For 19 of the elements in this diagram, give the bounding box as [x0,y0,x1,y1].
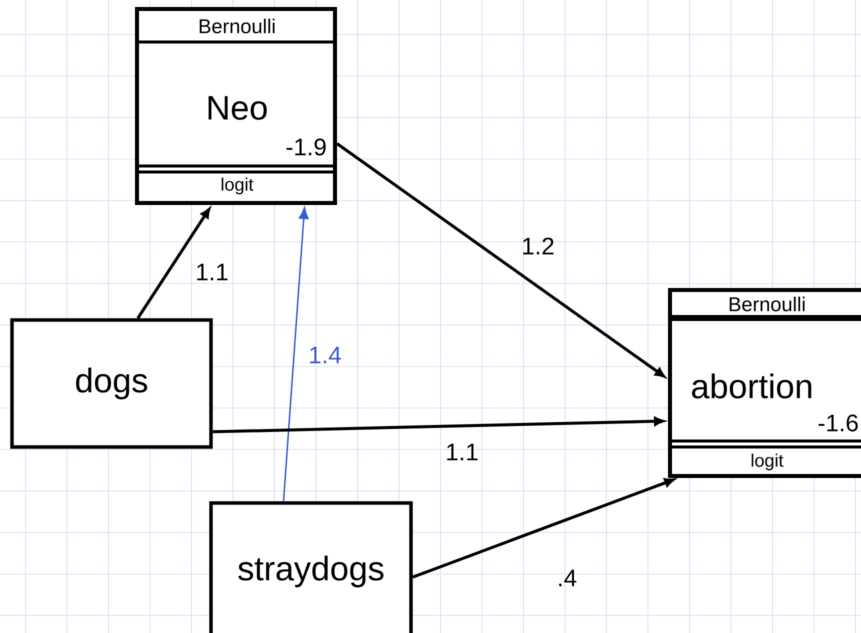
intercept-value: -1.6 [818,414,858,432]
model-box [135,7,337,205]
edge-label: 1.1 [447,444,478,460]
variable-box: straydogs [209,501,413,633]
edge-label: 1.2 [523,238,554,254]
edge-label: 1.4 [310,346,341,364]
variable-name: Neo [208,96,267,120]
link-label: logit [752,454,784,470]
variable-box: dogs [10,318,213,449]
model-box [668,288,861,478]
arrow [336,142,665,378]
distribution-label: Bernoulli [200,18,275,34]
arrow [282,207,309,502]
link-label: logit [222,178,254,194]
edge-label: 1.1 [197,264,228,280]
arrow [136,208,210,320]
distribution-label: Bernoulli [730,296,805,312]
intercept-value: -1.9 [286,138,326,156]
variable-name: abortion [692,374,812,398]
